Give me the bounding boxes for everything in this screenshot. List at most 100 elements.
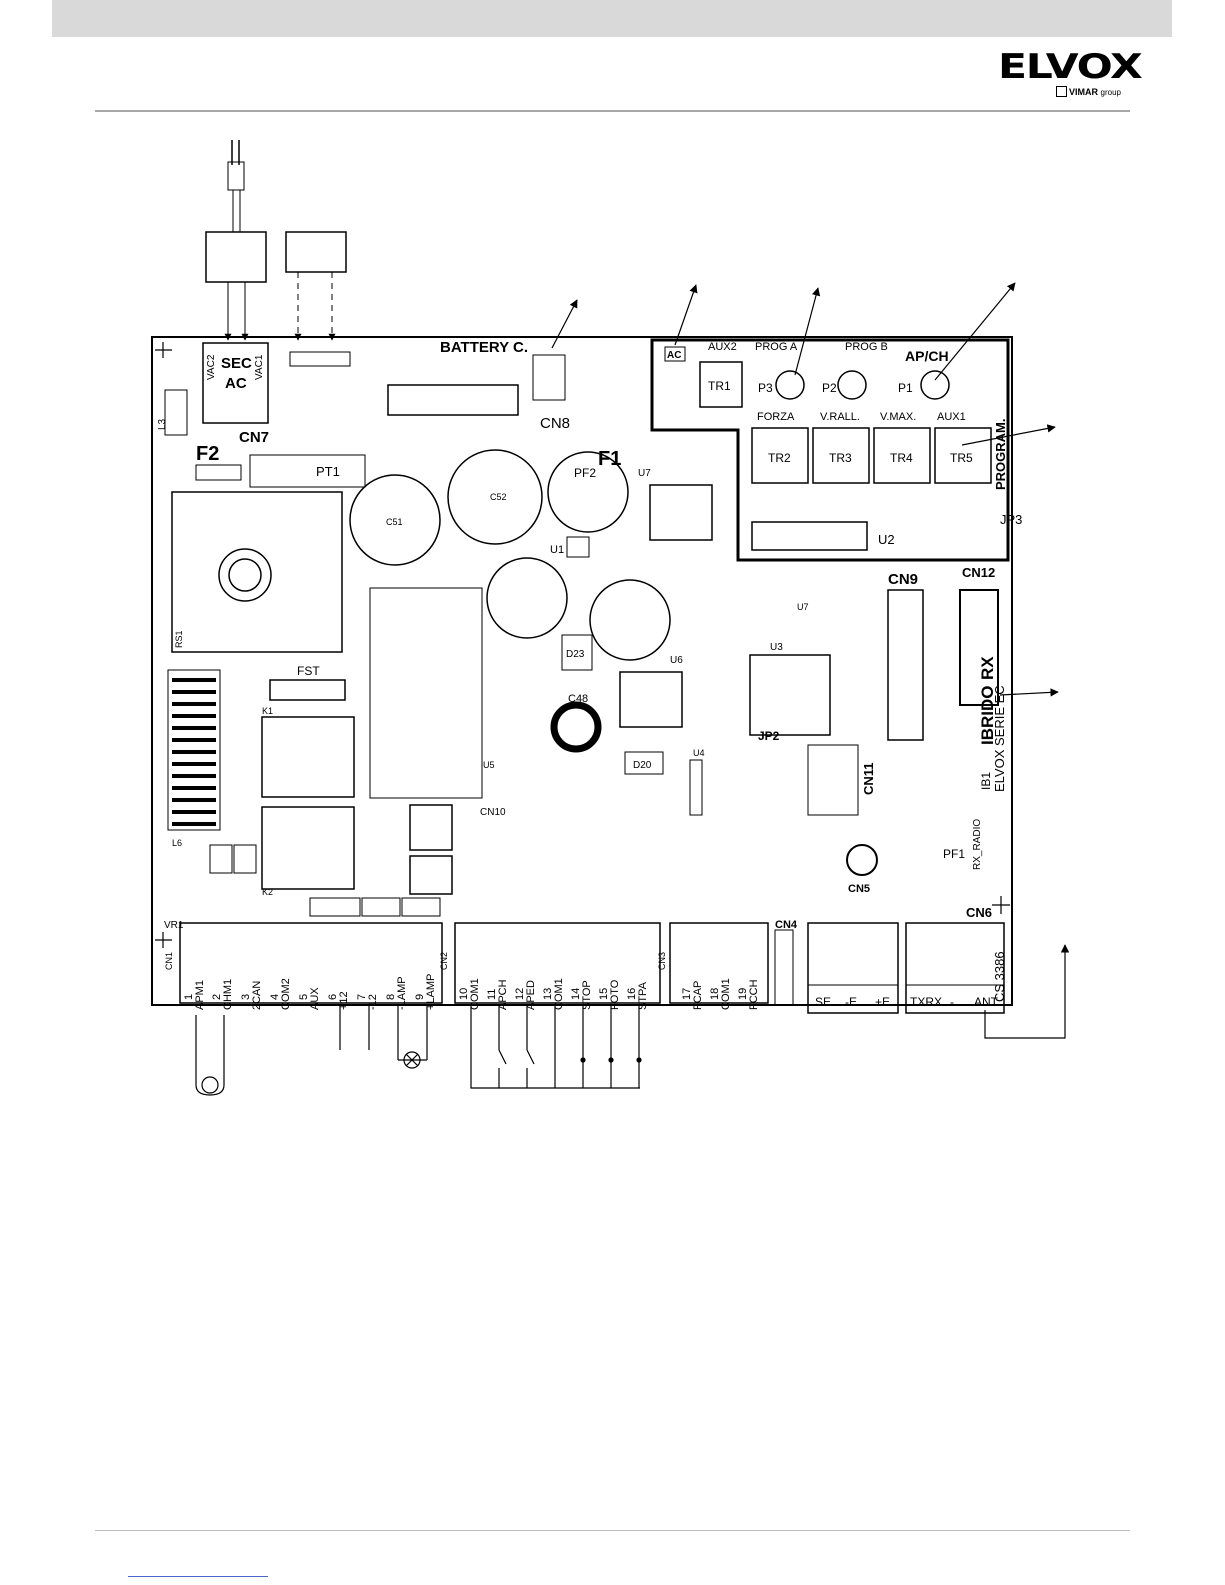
cn6-terminal-block [905, 922, 1005, 1014]
u1-label: U3 [770, 642, 783, 653]
u7-regulator [619, 671, 683, 728]
u6-regulator [649, 484, 713, 541]
u3-label: U4 [693, 748, 705, 758]
cn2-t12-label: APED [525, 980, 537, 1010]
cn9-block [887, 589, 924, 741]
jp3-label: JP2 [758, 729, 780, 743]
tr2-label: TR2 [768, 451, 791, 465]
cn1-external-wiring [195, 1005, 428, 1096]
rs1-component [269, 679, 346, 701]
l6-label: U1 [550, 544, 564, 556]
button-p2[interactable] [837, 370, 867, 400]
u1-mcu [749, 654, 831, 736]
cn2-t14-num: 14 [570, 988, 582, 1000]
u4-block [369, 587, 483, 799]
cn2-t15-label: FOTO [609, 979, 621, 1010]
k1-label: K1 [262, 706, 273, 716]
logo-group-word: group [1100, 88, 1121, 97]
u3-component [689, 759, 703, 816]
pt1-label: RS1 [174, 630, 184, 648]
vrall-label: V.RALL. [820, 411, 860, 423]
footer-link-underline[interactable] [128, 1576, 268, 1577]
cn1-t6-label: +12 [338, 991, 350, 1010]
cn10-label: CN10 [480, 807, 506, 818]
cn1-terminal-block [179, 922, 443, 1004]
d20-component [624, 751, 664, 775]
cn2-t10-label: COM1 [469, 978, 481, 1010]
trimmer-tr5[interactable] [934, 427, 992, 484]
trimmer-tr2[interactable] [751, 427, 809, 484]
logo-group: VIMAR group [1056, 86, 1121, 97]
cn2-t12-num: 12 [514, 988, 526, 1000]
p3-label: P3 [758, 381, 773, 395]
cn1-t5-num: 5 [298, 994, 310, 1000]
cn3-t17-label: FCAP [692, 981, 704, 1010]
d20-label: D20 [633, 760, 652, 771]
rx-label: RX [978, 656, 997, 680]
vmax-label: V.MAX. [880, 411, 916, 423]
cn1-t2-label: CHM1 [222, 979, 234, 1010]
c55-capacitor [846, 844, 878, 876]
cn3-t19-num: 19 [737, 988, 749, 1000]
k2-label: K2 [262, 887, 273, 897]
cn2-t10-num: 10 [458, 988, 470, 1000]
elvox-logo: ELVOX VIMAR group [998, 50, 1143, 100]
cn5-label: CN5 [848, 883, 870, 895]
cn3-t17-num: 17 [681, 988, 693, 1000]
program-module-outline [650, 338, 1010, 562]
cn1-t8-num: 8 [385, 994, 397, 1000]
prog-a-label: PROG A [755, 341, 798, 353]
sec-label: SEC [221, 355, 252, 372]
logo-brand: ELVOX [998, 47, 1143, 87]
button-p1[interactable] [920, 370, 950, 400]
cn1-label: CN1 [164, 952, 174, 970]
u5-label: U7 [797, 602, 809, 612]
cn1-t3-label: 2CAN [251, 981, 263, 1010]
r69-resistor [289, 351, 351, 367]
vr2-component [195, 464, 242, 481]
rs1-label: FST [297, 664, 320, 678]
cn4-label: CN4 [775, 919, 798, 931]
trimmer-tr1 [699, 361, 743, 408]
header-bar [52, 0, 1172, 37]
cn1-t7-label: -12 [367, 994, 379, 1010]
cn3-label: CN3 [657, 952, 667, 970]
cn3-t19-label: FCCH [748, 979, 760, 1010]
cn1-t7-num: 7 [356, 994, 368, 1000]
cn6-txrx-label: TXRX [910, 995, 942, 1009]
top-rule [95, 110, 1130, 112]
vr1-label: VR1 [164, 920, 184, 931]
dip1-switch[interactable] [751, 521, 868, 551]
cn2-t16-label: STPA [637, 981, 649, 1010]
cn3-t18-num: 18 [709, 988, 721, 1000]
cn1-t2-num: 2 [211, 994, 223, 1000]
pf2-label: PT1 [316, 464, 340, 479]
aux2-label: AUX2 [708, 341, 737, 353]
cn1-t1-num: 1 [183, 994, 195, 1000]
tr4-label: TR4 [890, 451, 913, 465]
pf1-label: PF2 [574, 466, 596, 480]
ib1-label: IB1 [979, 772, 993, 790]
trimmer-tr4[interactable] [873, 427, 931, 484]
pt1-block [171, 491, 343, 653]
relay-k2 [261, 806, 355, 890]
tr5-label: TR5 [950, 451, 973, 465]
button-p3[interactable] [775, 370, 805, 400]
cn4-connector [774, 929, 794, 1006]
cn1-t9-num: 9 [414, 994, 426, 1000]
vac2-label: VAC2 [206, 354, 217, 380]
rx-radio-label: RX_RADIO [972, 819, 983, 870]
cn5-se-label: SE [815, 995, 831, 1009]
battery-label: BATTERY C. [440, 339, 528, 356]
trimmer-tr3[interactable] [812, 427, 870, 484]
cn1-t1-label: APM1 [194, 980, 206, 1010]
cn11-label: CN11 [861, 762, 876, 795]
cn12-block [959, 589, 999, 706]
fst-component [164, 389, 188, 436]
c48-label: C48 [568, 693, 588, 705]
cn2-t16-num: 16 [626, 988, 638, 1000]
c52-label: C52 [490, 492, 507, 502]
cn2-t13-num: 13 [542, 988, 554, 1000]
cn8-block [387, 384, 519, 416]
cn2-t13-label: COM1 [553, 978, 565, 1010]
